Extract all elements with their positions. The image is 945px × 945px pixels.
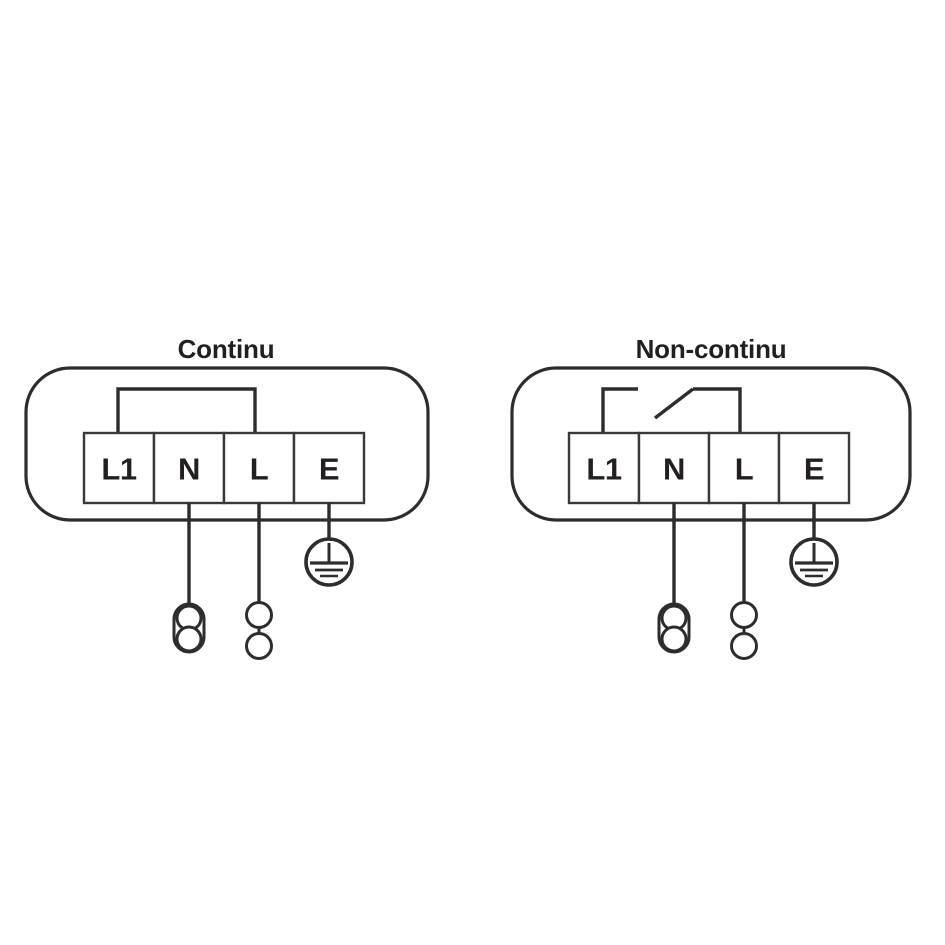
panel-title-continu: Continu: [178, 334, 275, 364]
connector-ferrule-n-lower: [660, 625, 688, 653]
enclosure-body: [24, 366, 430, 522]
connector-ferrule-n-lower: [175, 625, 203, 653]
switch-left-post: [601, 387, 638, 433]
panel-continu: Continu L1 N L E: [24, 334, 430, 660]
terminal-box-l: [707, 431, 781, 505]
switch-right-post: [693, 387, 742, 433]
terminal-label-l1: L1: [101, 452, 136, 487]
bridge-link-wire: [116, 387, 257, 433]
terminal-label-n: N: [663, 452, 685, 487]
terminal-label-l1: L1: [586, 452, 621, 487]
terminal-label-e: E: [804, 452, 824, 487]
terminal-label-e: E: [319, 452, 339, 487]
terminal-box-e: [777, 431, 851, 505]
terminal-label-n: N: [178, 452, 200, 487]
terminal-box-l1: [82, 431, 156, 505]
panel-title-non-continu: Non-continu: [636, 334, 787, 364]
terminal-box-l1: [567, 431, 641, 505]
connector-ring-l-lower: [245, 632, 273, 660]
terminal-label-l: L: [735, 452, 753, 487]
panel-non-continu: Non-continu L1 N L E: [510, 334, 912, 660]
connector-ring-l-upper: [245, 601, 273, 629]
terminal-label-l: L: [250, 452, 268, 487]
switch-blade: [653, 387, 695, 420]
terminal-box-e: [292, 431, 366, 505]
enclosure-body: [510, 366, 912, 522]
connector-ring-l-upper: [730, 601, 758, 629]
connector-ring-l-lower: [730, 632, 758, 660]
